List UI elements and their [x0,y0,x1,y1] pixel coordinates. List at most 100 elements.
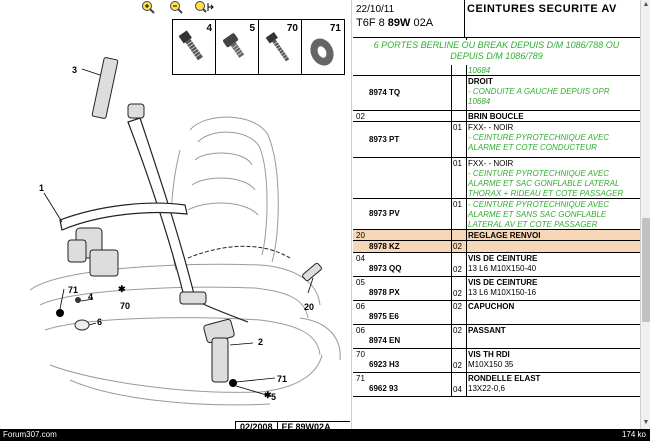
part-reference[interactable]: 8974 TQ [369,88,401,97]
zoom-in-icon[interactable] [136,0,160,14]
item-position: 71 [356,374,365,383]
table-row[interactable]: 8973 PT 01 FXX- - NOIR- CEINTURE PYROTECHN… [353,122,640,158]
description-line: 13X22-0,6 [468,384,505,393]
parts-list-panel: 22/10/11 T6F 8 89W 02A CEINTURES SECURIT… [353,0,640,429]
scrollbar-thumb[interactable] [642,218,650,322]
description-line: BRIN BOUCLE [468,112,524,121]
quantity: 01 [453,200,462,209]
callout-6: 6 [97,317,102,327]
callout-71: 71 [68,285,78,295]
part-reference[interactable]: 8973 QQ [369,264,402,273]
screw-icon [265,32,290,62]
description-line: THORAX + RIDEAU ET COTE PASSAGER [468,189,624,198]
description-line: REGLAGE RENVOI [468,231,541,240]
zoom-out-icon[interactable] [164,0,188,14]
item-position: 06 [356,302,365,311]
list-scrollbar[interactable]: ▲ ▼ [640,0,650,429]
parts-table: 10684 8974 TQ DROIT- CONDUITE A GAUCHE DEP… [353,65,640,397]
description-line: PASSANT [468,326,506,335]
description-line: - CONDUITE A GAUCHE DEPUIS OPR [468,87,610,96]
diagram-date: 02/2008 [236,422,278,432]
part-reference[interactable]: 6962 93 [369,384,398,393]
scroll-down-icon[interactable]: ▼ [642,419,650,426]
description-line: VIS TH RDI [468,350,510,359]
zoom-toolbar [136,0,216,14]
description-line: VIS DE CEINTURE [468,278,538,287]
table-row[interactable]: 10684 [353,65,640,76]
svg-text:✱: ✱ [118,284,126,294]
part-description: CAPUCHON [468,302,640,312]
part-number: 4 [206,23,212,34]
description-line: VIS DE CEINTURE [468,254,538,263]
callout-71-b: 71 [277,374,287,384]
status-bar: Forum307.com 174 ko [0,429,650,441]
callout-70: 70 [120,301,130,311]
part-reference[interactable]: 8973 PT [369,135,400,144]
diagram-code: EF 89W02A [281,422,331,432]
header-reference-block: 22/10/11 T6F 8 89W 02A [353,0,465,38]
scroll-up-icon[interactable]: ▲ [642,1,650,8]
bolt-icon [223,33,245,58]
part-reference[interactable]: 8978 PX [369,288,400,297]
part-cell-71: 71 [302,20,344,74]
description-line: 13 L6 M10X150-40 [468,264,537,273]
table-row[interactable]: 8974 TQ DROIT- CONDUITE A GAUCHE DEPUIS O… [353,76,640,111]
quantity: 01 [453,123,462,132]
file-size: 174 ko [621,430,646,439]
description-line: ALARME ET SANS SAC GONFLABLE [468,210,607,219]
part-reference[interactable]: 8973 PV [369,209,400,218]
description-line: RONDELLE ELAST [468,374,541,383]
site-watermark: Forum307.com [3,430,57,439]
quantity: 02 [453,326,462,335]
applicability-note: 6 PORTES BERLINE OU BREAK DEPUIS D/M 108… [353,40,640,62]
description-line: 10684 [468,66,491,75]
part-number: 71 [329,23,341,34]
description-line: DROIT [468,77,493,86]
part-reference[interactable]: 8974 EN [369,336,401,345]
quantity: 02 [453,265,462,274]
exploded-diagram-panel: 4 5 70 71 [29,0,352,432]
part-reference[interactable]: 8975 E6 [369,312,399,321]
part-reference[interactable]: 6923 H3 [369,360,400,369]
description-line: CAPUCHON [468,302,515,311]
header-date: 22/10/11 [356,4,395,15]
part-reference[interactable]: 8978 KZ [369,242,400,251]
quantity: 04 [453,385,462,394]
description-line: ALARME ET SAC GONFLABLE LATERAL [468,179,620,188]
fasteners-legend: 4 5 70 71 [172,19,345,75]
callout-20: 20 [304,302,314,312]
applicability-line-1: 6 PORTES BERLINE OU BREAK DEPUIS D/M 108… [373,40,620,50]
bolt-icon [178,30,203,61]
part-cell-70: 70 [259,20,302,74]
part-description: FXX- - NOIR- CEINTURE PYROTECHNIQUE AVEC… [468,123,640,153]
seat-belt-drawing: ✱ ✱ 3 1 71 4 70 6 20 2 71 [29,57,341,406]
part-description: PASSANT [468,326,640,336]
callout-5: 5 [271,392,276,402]
quantity: 02 [453,289,462,298]
part-description: REGLAGE RENVOI [468,231,640,241]
zoom-fit-icon[interactable] [192,0,216,14]
item-position: 05 [356,278,365,287]
item-position: 70 [356,350,365,359]
callout-3: 3 [72,65,77,75]
part-number: 5 [249,23,255,34]
quantity: 02 [453,302,462,311]
part-cell-5: 5 [216,20,259,74]
part-description: 10684 [468,66,640,76]
table-row[interactable]: 06 8975 E6 02 CAPUCHON [353,301,640,325]
